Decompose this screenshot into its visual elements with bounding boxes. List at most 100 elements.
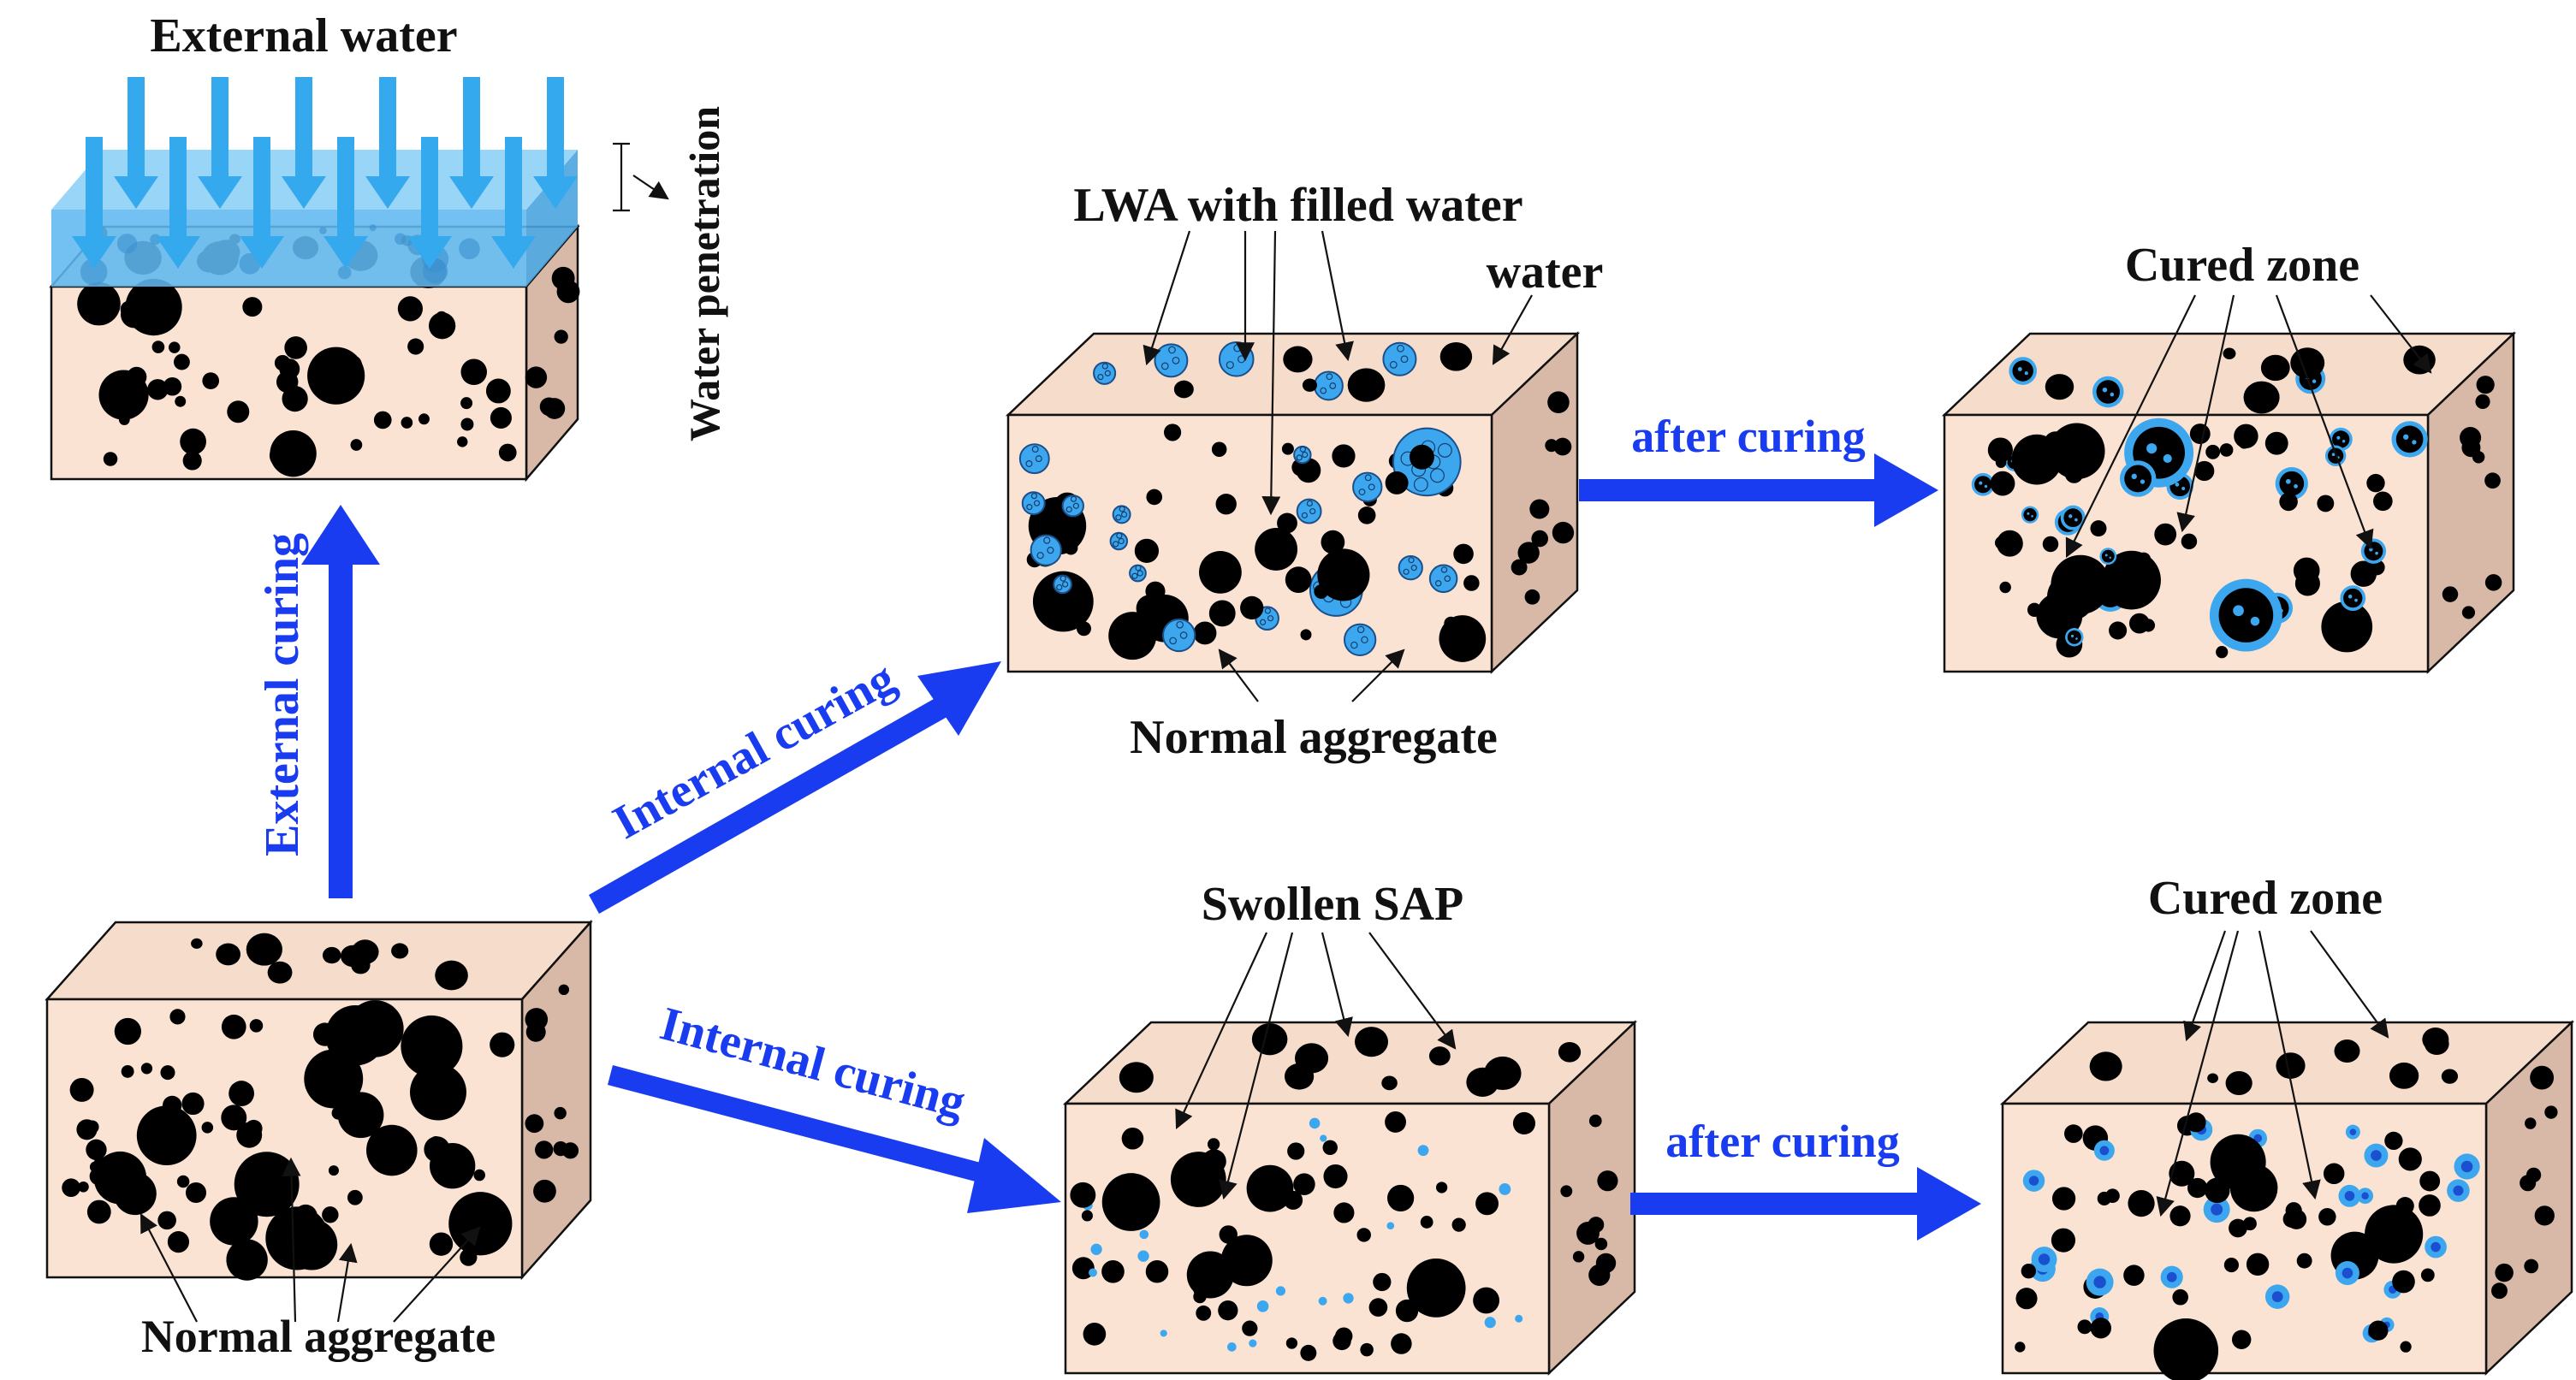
- normal-aggregate-particle: [1333, 1202, 1355, 1223]
- normal-aggregate-particle: [2286, 1209, 2307, 1229]
- normal-aggregate-particle: [1439, 342, 1473, 371]
- normal-aggregate-particle: [2461, 606, 2476, 619]
- normal-aggregate-particle: [1076, 598, 1093, 614]
- normal-aggregate-particle: [180, 428, 206, 455]
- normal-aggregate-particle: [2051, 1187, 2076, 1211]
- normal-aggregate-particle: [2154, 523, 2177, 546]
- normal-aggregate-particle: [2392, 1270, 2415, 1294]
- normal-aggregate-particle: [2267, 389, 2278, 400]
- normal-aggregate-particle: [221, 1105, 247, 1131]
- normal-aggregate-particle: [169, 341, 181, 353]
- normal-aggregate-particle: [245, 1119, 263, 1138]
- normal-aggregate-particle: [1391, 1333, 1412, 1354]
- normal-aggregate-particle: [2373, 491, 2393, 512]
- normal-aggregate-particle: [1220, 1235, 1273, 1287]
- normal-aggregate-particle: [2395, 1197, 2414, 1216]
- water-penetration-label: Water penetration: [680, 106, 728, 441]
- normal-aggregate-particle: [140, 1063, 153, 1075]
- normal-aggregate-particle: [1196, 1305, 1212, 1321]
- normal-aggregate-particle: [2389, 1062, 2419, 1089]
- normal-aggregate-particle: [490, 1032, 515, 1057]
- swollen-sap-particle: [1089, 1268, 1097, 1277]
- concrete-block-sap: [1062, 1020, 1638, 1376]
- normal-aggregate-particle: [2264, 431, 2288, 455]
- normal-aggregate-particle: [2187, 1177, 2208, 1199]
- normal-aggregate-particle: [1435, 1182, 1448, 1193]
- normal-aggregate-particle: [2051, 1228, 2076, 1253]
- swollen-sap-particle: [1417, 1145, 1429, 1157]
- normal-aggregate-particle: [1597, 1170, 1618, 1192]
- normal-aggregate-label-lwa: Normal aggregate: [1130, 711, 1498, 764]
- normal-aggregate-particle: [267, 961, 293, 984]
- pointer-line: [2176, 294, 2235, 533]
- normal-aggregate-particle: [2015, 1342, 2026, 1353]
- normal-aggregate-particle: [460, 418, 474, 431]
- normal-aggregate-particle: [1439, 615, 1487, 662]
- normal-aggregate-particle: [435, 960, 468, 991]
- swollen-sap-particle: [1275, 1286, 1286, 1296]
- pointer-line: [2275, 294, 2374, 550]
- normal-aggregate-particle: [1524, 589, 1540, 605]
- normal-aggregate-particle: [1999, 581, 2011, 594]
- normal-aggregate-particle: [78, 1181, 89, 1193]
- normal-aggregate-particle: [2317, 495, 2335, 512]
- concrete-block-lwa: [1005, 331, 1581, 674]
- normal-aggregate-particle: [2207, 1073, 2218, 1083]
- swollen-sap-particle: [1160, 1330, 1167, 1337]
- normal-aggregate-particle: [1242, 1320, 1258, 1336]
- swollen-sap-particle: [1320, 1134, 1327, 1142]
- normal-aggregate-particle: [1300, 629, 1312, 641]
- normal-aggregate-particle: [391, 943, 409, 959]
- normal-aggregate-particle: [1594, 1237, 1608, 1251]
- aggregate-particles: [1018, 341, 1575, 662]
- normal-aggregate-particle: [114, 1017, 141, 1045]
- lwa-with-filled-water-label: LWA with filled water: [1073, 179, 1522, 232]
- normal-aggregate-particle: [1296, 458, 1321, 483]
- normal-aggregate-particle: [347, 1189, 363, 1205]
- normal-aggregate-particle: [2484, 574, 2502, 591]
- normal-aggregate-particle: [76, 1119, 98, 1140]
- swollen-sap-particle: [1256, 1300, 1269, 1312]
- normal-aggregate-particle: [1081, 1210, 1093, 1222]
- normal-aggregate-particle: [2520, 1175, 2537, 1192]
- normal-aggregate-particle: [163, 376, 182, 396]
- normal-aggregate-particle: [2219, 443, 2234, 457]
- normal-aggregate-particle: [2276, 1052, 2306, 1079]
- normal-aggregate-particle: [1406, 1259, 1466, 1318]
- normal-aggregate-particle: [1553, 437, 1572, 456]
- normal-aggregate-particle: [126, 366, 147, 388]
- normal-aggregate-particle: [1511, 559, 1528, 576]
- normal-aggregate-particle: [407, 1025, 422, 1039]
- normal-aggregate-particle: [1295, 1043, 1329, 1074]
- normal-aggregate-particle: [1572, 1251, 1585, 1263]
- normal-aggregate-particle: [2475, 394, 2490, 410]
- external-water-label: External water: [150, 9, 457, 62]
- normal-aggregate-particle: [525, 1008, 549, 1031]
- normal-aggregate-particle: [2534, 1205, 2555, 1226]
- normal-aggregate-particle: [2172, 1288, 2188, 1306]
- normal-aggregate-particle: [1218, 1300, 1238, 1321]
- normal-aggregate-particle: [2205, 444, 2221, 459]
- normal-aggregate-particle: [1121, 1127, 1144, 1150]
- normal-aggregate-particle: [1101, 1259, 1125, 1283]
- block-top-face: [45, 921, 593, 1001]
- normal-aggregate-particle: [2229, 1218, 2247, 1238]
- swollen-sap-particle: [1343, 1293, 1354, 1304]
- water-penetration-bracket: [613, 142, 669, 212]
- pointer-line: [1321, 932, 1353, 1038]
- normal-aggregate-particle: [1990, 471, 2015, 496]
- normal-aggregate-particle: [490, 406, 512, 429]
- normal-aggregate-particle: [2365, 1205, 2424, 1264]
- after-curing-label-lwa: after curing: [1631, 411, 1865, 462]
- normal-aggregate-particle: [1193, 621, 1217, 645]
- normal-aggregate-particle: [1368, 1298, 1388, 1317]
- normal-aggregate-particle: [151, 341, 165, 353]
- pointer-line: [2183, 930, 2227, 1042]
- normal-aggregate-particle: [2153, 1318, 2219, 1380]
- normal-aggregate-particle: [2186, 1112, 2206, 1133]
- normal-aggregate-particle: [103, 452, 118, 466]
- normal-aggregate-particle: [2229, 1164, 2278, 1212]
- normal-aggregate-particle: [448, 1192, 513, 1256]
- normal-aggregate-particle: [182, 451, 202, 471]
